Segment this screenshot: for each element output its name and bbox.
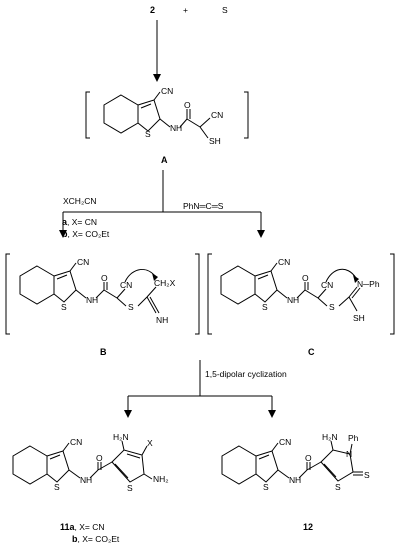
atom-O: O [96, 453, 103, 463]
option-a-text: , X= CN [67, 217, 97, 227]
atom-H: H [293, 295, 299, 305]
atom-CN: CN [161, 86, 173, 96]
reagent-phenyl-isothiocyanate: PhN═C═S [183, 201, 224, 211]
atom-CN: CN [70, 437, 82, 447]
atom-CN: CN [120, 280, 132, 290]
product-11b-letter: b [72, 534, 78, 544]
atom-S: S [262, 302, 268, 312]
reactant-2: 2 [150, 5, 155, 15]
atom-N: N [289, 475, 295, 485]
atom-NH2: NH₂ [153, 474, 169, 484]
atom-CN: CN [279, 437, 291, 447]
atom-S: S [61, 302, 67, 312]
option-b-letter: b [62, 229, 68, 239]
label-A: A [161, 155, 168, 165]
atom-SH: SH [209, 136, 221, 146]
intermediate-A-structure [85, 91, 249, 139]
label-11a: 11a [60, 522, 76, 532]
atom-CN: CN [77, 257, 89, 267]
arrow-to-A [153, 20, 161, 82]
atom-S: S [329, 302, 335, 312]
atom-CN: CN [278, 257, 290, 267]
product-11a-line: 11a, X= CN [60, 522, 105, 532]
cyclization-label: 1,5-dipolar cyclization [205, 369, 287, 379]
atom-N: N [86, 295, 92, 305]
atom-H: H [92, 295, 98, 305]
atom-CN: CN [211, 110, 223, 120]
atom-H2N: H₂N [322, 432, 338, 442]
atom-CN: CN [321, 280, 333, 290]
atom-CH2X: CH₂X [154, 278, 176, 288]
atom-N: N [287, 295, 293, 305]
plus-sign: + [183, 5, 188, 15]
atom-S: S [145, 129, 151, 139]
atom-H2N: H₂N [113, 432, 129, 442]
product-11b-text: , X= CO₂Et [78, 534, 120, 544]
reagent-xch2cn: XCH₂CN [63, 196, 97, 206]
atom-H: H [86, 475, 92, 485]
branch-arrows [59, 170, 265, 238]
label-B: B [100, 347, 107, 357]
atom-H: H [295, 475, 301, 485]
atom-N: N [80, 475, 86, 485]
atom-SH: SH [353, 313, 365, 323]
atom-N-Ph: N─Ph [357, 279, 380, 289]
label-C: C [308, 347, 315, 357]
atom-S: S [54, 482, 60, 492]
atom-S: S [127, 483, 133, 493]
atom-NH: NH [156, 315, 168, 325]
product-12-structure [221, 440, 363, 485]
atom-O: O [101, 273, 108, 283]
atom-X: X [147, 438, 153, 448]
reactant-sulfur: S [222, 5, 228, 15]
product-11a-text: , X= CN [75, 522, 105, 532]
atom-Ph: Ph [348, 433, 359, 443]
option-a-line: a, X= CN [62, 217, 97, 227]
atom-S: S [364, 470, 370, 480]
option-b-text: , X= CO₂Et [68, 229, 110, 239]
option-a-letter: a [62, 217, 68, 227]
atom-S: S [335, 482, 341, 492]
atom-O: O [305, 453, 312, 463]
label-12: 12 [303, 522, 313, 532]
atom-O: O [302, 273, 309, 283]
atom-N: N [346, 449, 352, 459]
product-11b-line: b, X= CO₂Et [72, 534, 120, 544]
intermediate-C-structure [207, 253, 395, 335]
atom-S: S [263, 482, 269, 492]
atom-S: S [128, 302, 134, 312]
option-b-line: b, X= CO₂Et [62, 229, 110, 239]
atom-H: H [176, 123, 182, 133]
atom-N: N [170, 123, 176, 133]
product-11-structure [12, 440, 153, 485]
intermediate-B-structure [5, 253, 200, 335]
cyclization-arrows [124, 360, 276, 418]
atom-O: O [184, 100, 191, 110]
